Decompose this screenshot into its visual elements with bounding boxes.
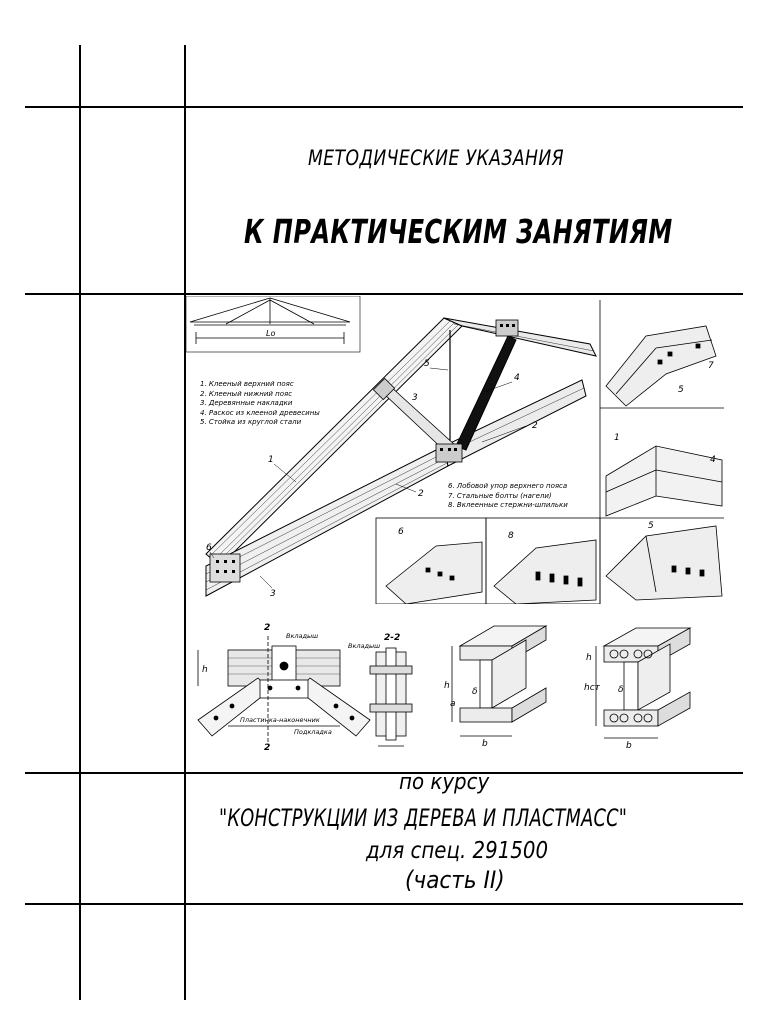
label-h-joint: h [202,665,208,675]
legend-item-6: 6. Лобовой упор верхнего пояса [448,482,568,490]
section-title: 2-2 [384,633,400,643]
callout-4b: 4 [710,455,716,465]
callout-7: 7 [708,361,714,371]
legend-item-3: 3. Деревянные накладки [200,399,293,407]
truss-scheme [186,296,361,353]
callout-1: 1 [268,455,274,465]
top-chord [205,317,597,567]
label-b-beam1: b [482,739,488,749]
label-hst-beam2: hст [584,683,601,693]
callout-8: 8 [508,531,514,541]
legend-item-2: 2. Клееный нижний пояс [200,389,293,398]
diagonal-strut [455,335,517,451]
label-vkladysh: Вкладыш [286,632,318,640]
bottom-details [375,517,601,604]
frame-vertical-right [184,45,186,1000]
truss-drawing: Lo [186,296,724,604]
course-part: (часть II) [405,866,505,894]
document-title: К ПРАКТИЧЕСКИМ ЗАНЯТИЯМ [244,212,673,251]
callout-6b: 6 [398,527,404,537]
callout-6: 6 [206,543,212,553]
legend-item-4: 4. Раскос из клееной древесины [200,408,320,417]
label-h-beam1: h [444,681,450,691]
callout-2a: 2 [418,489,424,499]
callout-4: 4 [514,373,520,383]
joint-node [197,636,371,742]
legend-item-7: 7. Стальные болты (нагели) [448,491,552,500]
callout-1b: 1 [614,433,620,443]
course-name: "КОНСТРУКЦИИ ИЗ ДЕРЕВА И ПЛАСТМАСС" [219,804,628,832]
section-mark-top: 2 [264,623,270,633]
frame-vertical-left [79,45,81,1000]
span-label: Lo [266,329,275,338]
i-beam-2 [595,627,692,739]
frame-horizontal-4 [25,903,743,905]
label-delta-beam1: δ [472,687,478,697]
section-mark-bottom: 2 [264,743,270,753]
legend-left: 1. Клееный верхний пояс 2. Клееный нижни… [200,380,320,428]
section-2-2 [369,647,413,747]
callout-5b: 5 [678,385,684,395]
frame-horizontal-3 [25,772,743,774]
course-specialty: для спец. 291500 [366,838,549,864]
document-subtitle: МЕТОДИЧЕСКИЕ УКАЗАНИЯ [308,146,565,170]
frame-horizontal-2 [25,293,743,295]
bottom-chord [205,379,587,597]
truss-figure: Lo [186,296,724,604]
callout-3b: 3 [412,393,418,403]
legend-item-8: 8. Вклеенные стержни-шпильки [448,501,568,509]
label-delta-beam2: δ [618,685,624,695]
label-h-beam2: h [586,653,592,663]
joint-sections-figure: 2 2 h Вкладыш Пластинка-наконечник Подкл… [190,616,725,756]
label-vkladysh-2: Вкладыш [348,642,380,650]
callout-5c: 5 [648,521,654,531]
legend-item-1: 1. Клееный верхний пояс [200,380,294,388]
label-b-beam2: b [626,741,632,751]
frame-horizontal-1 [25,106,743,108]
callout-2b: 2 [532,421,538,431]
legend-right: 6. Лобовой упор верхнего пояса 7. Стальн… [448,482,568,511]
callout-5: 5 [424,359,430,369]
course-line-1: по курсу [399,770,490,795]
label-plastinka: Пластинка-наконечник [240,716,320,724]
legend-item-5: 5. Стойка из круглой стали [200,418,302,426]
i-beam-1 [451,625,548,737]
label-podkladka: Подкладка [294,728,332,736]
callout-3a: 3 [270,589,276,599]
joint-sections-drawing: 2 2 h Вкладыш Пластинка-наконечник Подкл… [197,623,692,753]
detail-views [599,300,724,604]
label-a-beam1: a [450,699,456,709]
